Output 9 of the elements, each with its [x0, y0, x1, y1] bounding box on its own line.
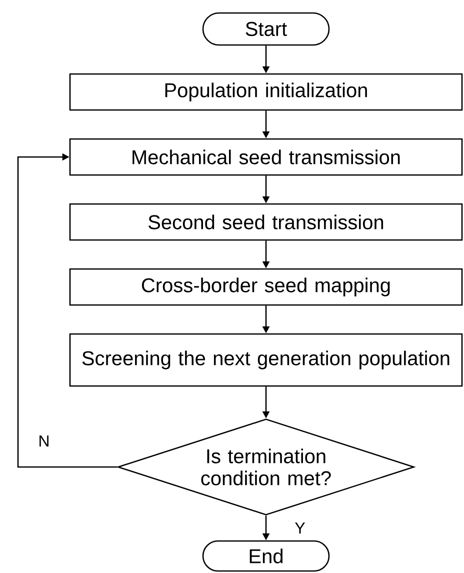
process-box: Cross-border seed mapping	[69, 268, 463, 306]
arrow	[17, 153, 118, 468]
node-label: Is termination condition met?	[201, 448, 331, 486]
edge-label: N	[37, 434, 51, 448]
process-box: Mechanical seed transmission	[69, 138, 463, 176]
process-box: Population initialization	[69, 73, 463, 111]
process-box: Screening the next generation population	[69, 333, 463, 387]
edge-label: Y	[294, 522, 306, 534]
process-box: Second seed transmission	[69, 203, 463, 241]
